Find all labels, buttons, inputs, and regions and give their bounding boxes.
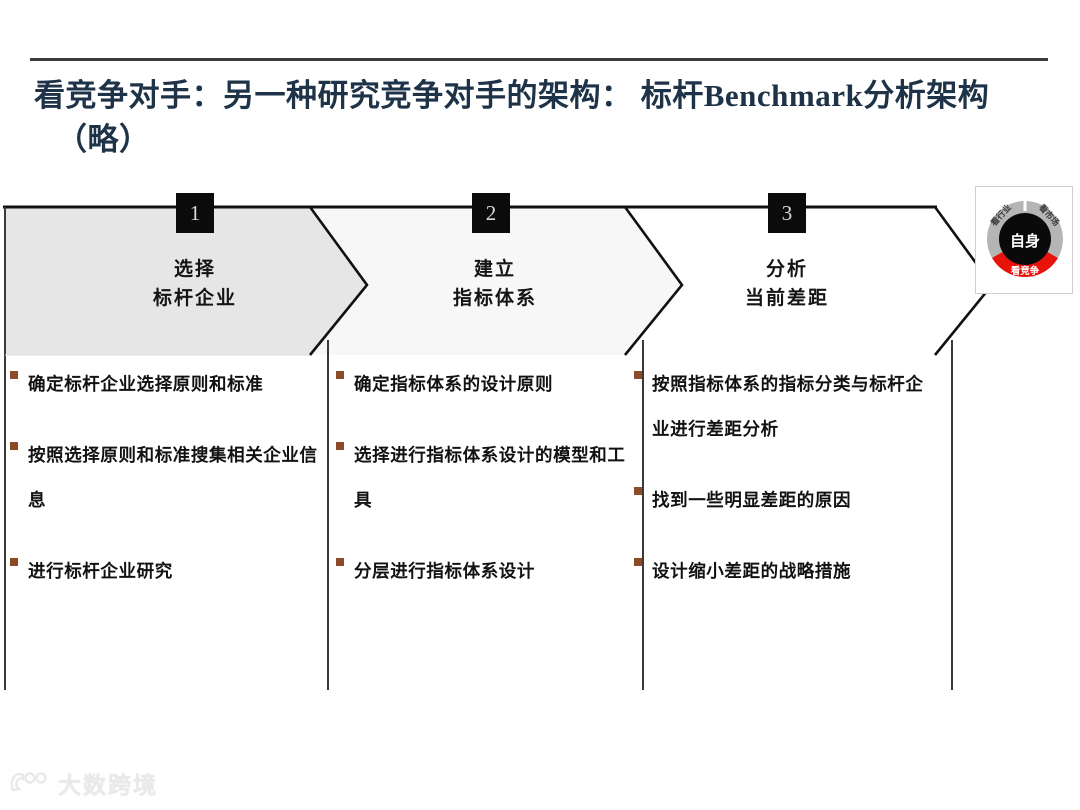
square-bullet-icon — [10, 371, 18, 379]
chevron-separator-1 — [308, 206, 369, 356]
bullet-text: 找到一些明显差距的原因 — [652, 490, 852, 510]
watermark-logo-icon — [10, 770, 50, 796]
donut-center-disc — [999, 213, 1051, 265]
bullet-text: 按照选择原则和标准搜集相关企业信息 — [28, 445, 318, 510]
bullet-text: 选择进行指标体系设计的模型和工具 — [354, 445, 626, 510]
list-item: 按照选择原则和标准搜集相关企业信息 — [10, 433, 320, 523]
self-vs-competition-donut-badge: 自身 看行业 看市场 看竞争 — [975, 186, 1073, 294]
bullet-text: 设计缩小差距的战略措施 — [652, 561, 852, 581]
watermark: 大数跨境 — [10, 766, 158, 800]
square-bullet-icon — [336, 371, 344, 379]
square-bullet-icon — [634, 558, 642, 566]
step-number-badge-2: 2 — [472, 193, 510, 233]
step-caption-3: 分析 当前差距 — [692, 255, 882, 313]
square-bullet-icon — [336, 558, 344, 566]
step-caption-2-line-1: 建立 — [473, 259, 516, 280]
page-title-line-2: （略） — [56, 122, 151, 157]
square-bullet-icon — [10, 558, 18, 566]
list-item: 设计缩小差距的战略措施 — [634, 549, 940, 594]
bullet-text: 确定指标体系的设计原则 — [354, 374, 554, 394]
square-bullet-icon — [634, 487, 642, 495]
bullet-text: 分层进行指标体系设计 — [354, 561, 535, 581]
page-title-line-1: 看竞争对手：另一种研究竞争对手的架构： 标杆Benchmark分析架构 — [34, 78, 990, 113]
list-item: 进行标杆企业研究 — [10, 549, 320, 594]
step-bullets-column-3: 按照指标体系的指标分类与标杆企业进行差距分析 找到一些明显差距的原因 设计缩小差… — [634, 362, 940, 620]
step-caption-2-line-2: 指标体系 — [452, 288, 537, 309]
list-item: 确定指标体系的设计原则 — [336, 362, 636, 407]
step-number-badge-3: 3 — [768, 193, 806, 233]
step-caption-1-line-1: 选择 — [173, 259, 216, 280]
step-bullets-column-2: 确定指标体系的设计原则 选择进行指标体系设计的模型和工具 分层进行指标体系设计 — [336, 362, 636, 620]
bullet-text: 按照指标体系的指标分类与标杆企业进行差距分析 — [652, 374, 924, 439]
step-caption-2: 建立 指标体系 — [400, 255, 590, 313]
square-bullet-icon — [336, 442, 344, 450]
step-caption-3-line-2: 当前差距 — [744, 288, 829, 309]
donut-center-label: 自身 — [1010, 232, 1040, 250]
donut-segment-divider — [1023, 199, 1027, 211]
watermark-text: 大数跨境 — [58, 772, 158, 798]
donut-label-competition: 看竞争 — [1011, 265, 1040, 277]
step-caption-1-line-2: 标杆企业 — [152, 288, 237, 309]
square-bullet-icon — [10, 442, 18, 450]
list-item: 分层进行指标体系设计 — [336, 549, 636, 594]
list-item: 找到一些明显差距的原因 — [634, 478, 940, 523]
list-item: 选择进行指标体系设计的模型和工具 — [336, 433, 636, 523]
list-item: 按照指标体系的指标分类与标杆企业进行差距分析 — [634, 362, 940, 452]
page-title: 看竞争对手：另一种研究竞争对手的架构： 标杆Benchmark分析架构 （略） — [34, 74, 1048, 162]
step-bullets-column-1: 确定标杆企业选择原则和标准 按照选择原则和标准搜集相关企业信息 进行标杆企业研究 — [10, 362, 320, 620]
bullet-text: 确定标杆企业选择原则和标准 — [28, 374, 264, 394]
bullet-text: 进行标杆企业研究 — [28, 561, 173, 581]
header-divider-rule — [30, 58, 1048, 61]
list-item: 确定标杆企业选择原则和标准 — [10, 362, 320, 407]
chevron-separator-2 — [623, 206, 684, 356]
step-number-badge-1: 1 — [176, 193, 214, 233]
step-caption-3-line-1: 分析 — [765, 259, 808, 280]
square-bullet-icon — [634, 371, 642, 379]
step-caption-1: 选择 标杆企业 — [100, 255, 290, 313]
